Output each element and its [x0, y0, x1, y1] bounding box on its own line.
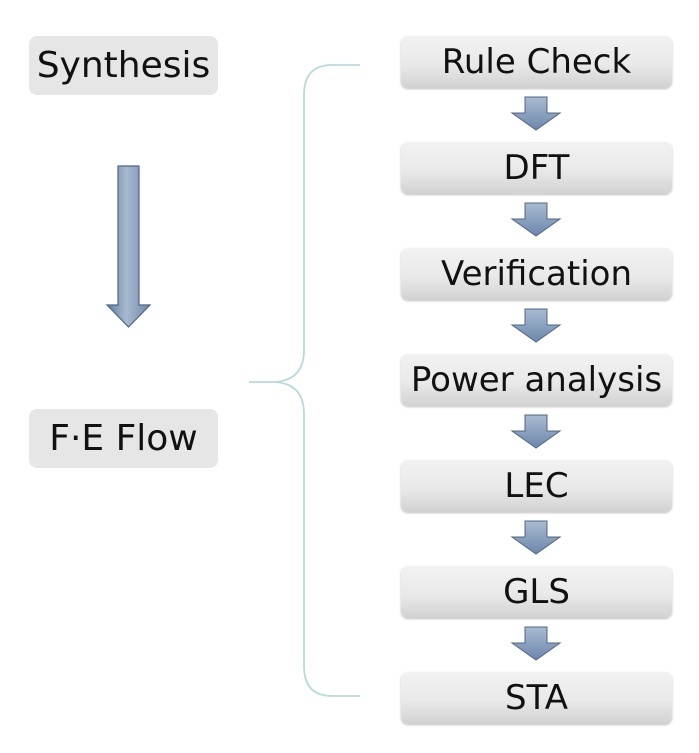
step-arrow-icon: [510, 626, 562, 661]
step-label: LEC: [504, 466, 569, 506]
step-gls: GLS: [401, 566, 672, 618]
synthesis-box: Synthesis: [29, 36, 218, 95]
step-lec: LEC: [401, 460, 672, 512]
step-label: STA: [505, 678, 568, 718]
fe-flow-label: F·E Flow: [49, 418, 198, 459]
synthesis-label: Synthesis: [36, 45, 211, 86]
step-arrow-icon: [510, 520, 562, 555]
fe-flow-box: F·E Flow: [29, 409, 218, 468]
step-sta: STA: [401, 672, 672, 724]
step-arrow-icon: [510, 202, 562, 237]
step-label: GLS: [503, 572, 570, 612]
step-verification: Verification: [401, 248, 672, 300]
step-label: DFT: [503, 148, 570, 188]
step-rule-check: Rule Check: [401, 36, 672, 88]
step-arrow-icon: [510, 308, 562, 343]
step-arrow-icon: [510, 96, 562, 131]
step-label: Power analysis: [410, 360, 663, 400]
step-label: Rule Check: [441, 42, 632, 82]
step-power-analysis: Power analysis: [401, 354, 672, 406]
step-dft: DFT: [401, 142, 672, 194]
curly-brace: [249, 64, 360, 697]
big-down-arrow-icon: [105, 165, 152, 328]
step-label: Verification: [440, 254, 633, 294]
step-arrow-icon: [510, 414, 562, 449]
